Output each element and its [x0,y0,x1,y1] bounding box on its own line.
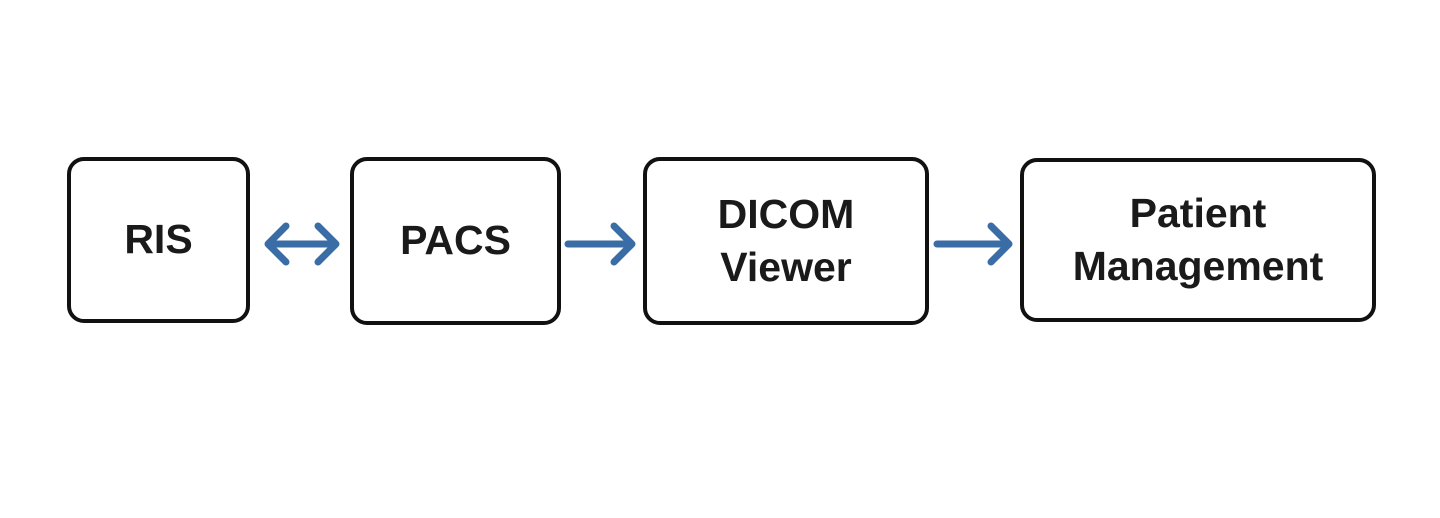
bidirectional-arrow-strokes [264,222,340,266]
node-patient-management-label: Patient Management [1072,189,1324,289]
right-arrow-strokes [933,222,1013,266]
node-patient-management: Patient Management [1020,158,1376,322]
node-ris: RIS [67,157,250,323]
node-pacs: PACS [350,157,561,325]
right-arrow-icon [933,222,1013,266]
node-dicom-viewer-label: DICOM Viewer [717,190,855,290]
node-ris-label: RIS [124,216,193,263]
right-arrow-icon [564,222,636,266]
right-arrow-strokes [564,222,636,266]
node-pacs-label: PACS [400,217,511,264]
node-dicom-viewer: DICOM Viewer [643,157,929,325]
bidirectional-arrow-icon [264,222,340,266]
